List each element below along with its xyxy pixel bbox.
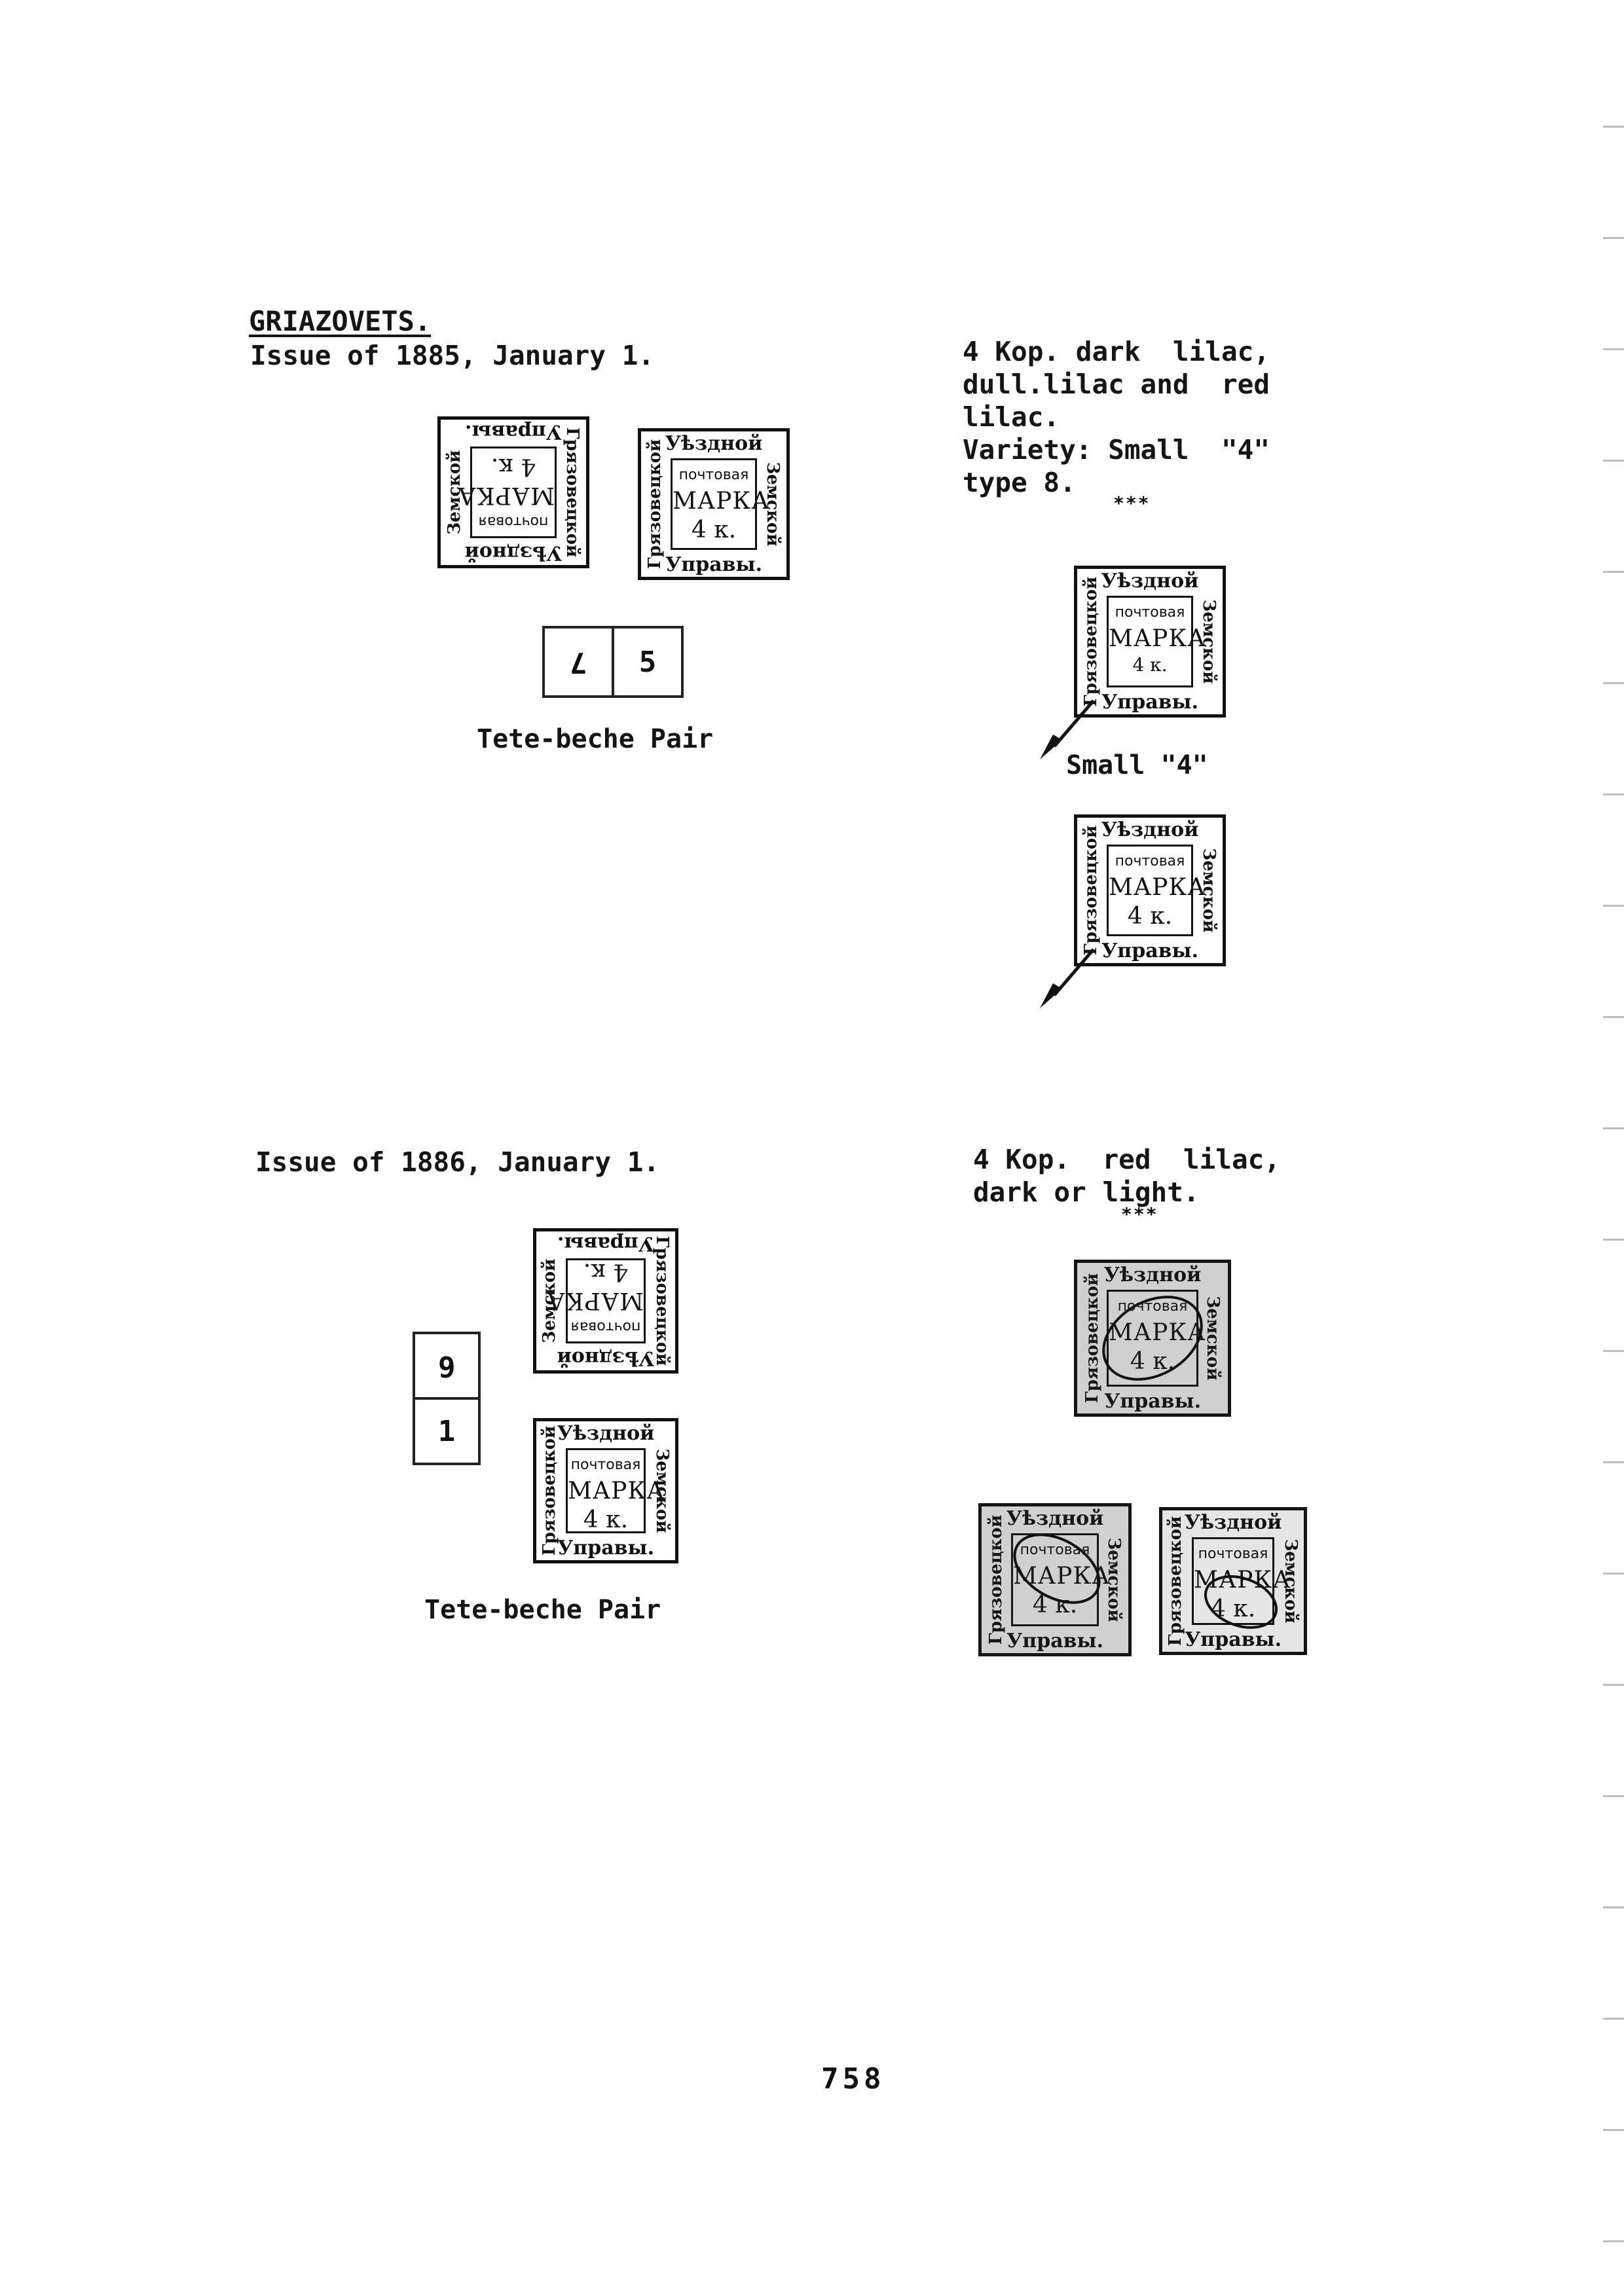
stamp-top-text: Уѣздной (1006, 1507, 1104, 1530)
stamp-top-text: Уѣздной (1101, 570, 1199, 592)
stamp-left-text: Грязовецкой (540, 1425, 559, 1556)
stamp-top-text: Уѣздной (665, 432, 763, 455)
pair-diagram-right-box: 5 (612, 626, 684, 698)
stamp-inverted: Уѣздной Управы. Грязовецкой Земской почт… (437, 416, 589, 568)
caption-tete-beche-1885: Tete-beche Pair (477, 724, 714, 754)
cancellation-mark-icon (1102, 1296, 1203, 1381)
stamp-left-text: Грязовецкой (986, 1514, 1006, 1645)
stamp-bottom-text: Управы. (1184, 1628, 1282, 1651)
stamp-bottom-text: Управы. (1006, 1630, 1104, 1652)
stamp-line3: 4 к. (1032, 1592, 1078, 1618)
stamp-bottom-text: Управы. (1101, 939, 1199, 962)
desc-line: lilac. (963, 401, 1060, 433)
issue-1886-heading: Issue of 1886, January 1. (255, 1146, 660, 1178)
stamp-line2: МАРКА (1109, 625, 1206, 652)
stamp-line2: МАРКА (457, 482, 555, 509)
pair-diagram-top-box: 6 (413, 1332, 481, 1400)
stamp-line1: почтовая (570, 1457, 641, 1473)
issue-1885-heading: Issue of 1885, January 1. (250, 340, 655, 371)
stamp-line1: почтовая (678, 467, 749, 483)
description-1885: 4 Kop. dark lilac, dull.lilac and red li… (963, 335, 1270, 499)
stamp-1886-cancelled: Уѣздной Управы. Грязовецкой Земской почт… (978, 1503, 1132, 1656)
stamp-bottom-text: Управы. (665, 553, 763, 576)
stars-separator: *** (1113, 492, 1151, 514)
pair-diagram-left-number: 7 (569, 645, 587, 679)
desc-line: 4 Kop. red lilac, (973, 1144, 1280, 1175)
stamp-line1: почтовая (1198, 1546, 1268, 1562)
stamp-line3: 4 к. (691, 517, 737, 543)
stamp-line1: почтовая (1117, 1298, 1188, 1315)
stamp-top-text: Уѣздной (1184, 1511, 1282, 1534)
section-title: GRIAZOVETS. (249, 305, 432, 337)
stamp-left-text: Грязовецкой (1081, 576, 1101, 707)
desc-line: dark or light. (973, 1176, 1200, 1208)
stamp-line3: 4 к. (583, 1506, 629, 1533)
stamp-line3: 4 к. (1127, 903, 1173, 930)
pair-diagram-left-box: 7 (542, 626, 614, 698)
stamp-frame (1074, 814, 1226, 966)
stamp-bottom-text: Управы. (1103, 1390, 1202, 1413)
stamp-line2: МАРКА (673, 488, 770, 515)
stamp-line1: почтовая (570, 1319, 641, 1335)
stamp-1886-upright: Уѣздной Управы. Грязовецкой Земской почт… (533, 1418, 678, 1563)
pair-diagram-bottom-number: 1 (437, 1414, 456, 1448)
stamp-left-text: Грязовецкой (1166, 1516, 1185, 1647)
pair-diagram-top-number: 6 (437, 1349, 456, 1383)
stamp-left-text: Грязовецкой (645, 439, 665, 570)
stamp-line2: МАРКА (1109, 1319, 1206, 1346)
stamp-line2: МАРКА (1109, 874, 1206, 901)
desc-line: type 8. (963, 467, 1076, 498)
page-number: 758 (821, 2062, 885, 2096)
desc-line: dull.lilac and red (963, 369, 1270, 400)
pair-diagram-right-number: 5 (638, 645, 657, 679)
stamp-frame (1074, 566, 1226, 718)
stamp-frame (1074, 1260, 1231, 1417)
cancellation-mark-icon (1204, 1575, 1278, 1629)
stamp-bottom-text: Управы. (557, 1537, 655, 1559)
stamp-upright: Уѣздной Управы. Грязовецкой Земской почт… (638, 428, 790, 580)
stamp-1886-cancelled: Уѣздной Управы. Грязовецкой Земской почт… (1159, 1507, 1307, 1655)
pair-diagram-bottom-box: 1 (413, 1397, 481, 1465)
caption-tete-beche-1886: Tete-beche Pair (424, 1595, 661, 1625)
arrow-pointer-icon (1040, 948, 1095, 1008)
stamp-line1: почтовая (478, 513, 549, 530)
stamp-line3: 4 к. (490, 453, 536, 480)
stamp-top-text: Уѣздной (1103, 1264, 1202, 1286)
stamp-line3: 4 к. (583, 1258, 629, 1285)
cancellation-mark-icon (1013, 1533, 1101, 1604)
desc-line: Variety: Small "4" (963, 434, 1270, 465)
stamp-line1: почтовая (1020, 1542, 1090, 1558)
stamp-line1: почтовая (1115, 853, 1185, 869)
stamp-top-text: Уѣздной (1101, 818, 1199, 841)
stamp-1886-cancelled: Уѣздной Управы. Грязовецкой Земской почт… (1074, 1260, 1231, 1417)
stamp-line2: МАРКА (568, 1478, 665, 1504)
caption-small-4: Small "4" (1066, 750, 1208, 780)
stamp-left-text: Грязовецкой (563, 427, 582, 558)
desc-line: 4 Kop. dark lilac, (963, 336, 1270, 367)
stamp-normal-4: Уѣздной Управы. Грязовецкой Земской почт… (1074, 814, 1226, 966)
stamp-line2: МАРКА (546, 1287, 644, 1314)
description-1886: 4 Kop. red lilac, dark or light. (973, 1143, 1280, 1209)
stamp-1886-inverted: Уѣздной Управы. Грязовецкой Земской почт… (533, 1228, 678, 1374)
stamp-line3: 4 к. (1132, 654, 1168, 676)
stamp-bottom-text: Управы. (1101, 691, 1199, 714)
stamp-top-text: Уѣздной (557, 1422, 655, 1445)
stamp-left-text: Грязовецкой (652, 1235, 672, 1366)
stars-separator: *** (1121, 1203, 1158, 1225)
stamp-frame (978, 1503, 1132, 1656)
stamp-left-text: Грязовецкой (1081, 825, 1101, 956)
stamp-small-4-variety: Уѣздной Управы. Грязовецкой Земской почт… (1074, 566, 1226, 718)
stamp-frame (1159, 1507, 1307, 1655)
stamp-line1: почтовая (1115, 604, 1185, 621)
stamp-frame (638, 428, 790, 580)
stamp-frame (533, 1418, 678, 1563)
arrow-pointer-icon (1040, 699, 1095, 759)
